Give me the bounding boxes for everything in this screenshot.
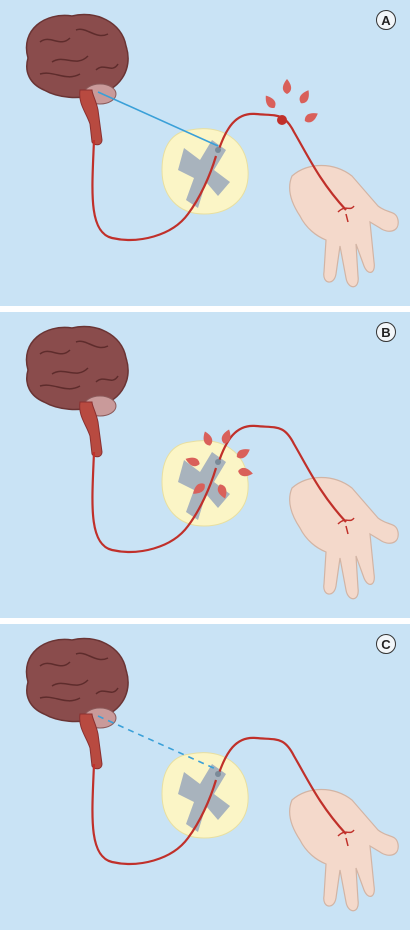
spinal-cord-section — [162, 441, 248, 526]
panel-b: B — [0, 312, 410, 618]
illustration — [0, 624, 410, 930]
hand-shape — [290, 790, 399, 911]
pain-drop — [283, 79, 291, 94]
pain-drop — [297, 88, 312, 105]
spinal-cord-section — [162, 129, 248, 214]
brain — [26, 14, 128, 144]
panel-c: C — [0, 624, 410, 930]
hand-shape — [290, 478, 399, 599]
pain-burst-periphery — [262, 79, 319, 125]
brain-hemisphere — [26, 638, 128, 721]
brain — [26, 326, 128, 456]
descending-signal-line — [98, 716, 218, 770]
illustration — [0, 312, 410, 618]
illustration — [0, 0, 410, 306]
panel-a: A — [0, 0, 410, 306]
pain-drop — [303, 110, 320, 125]
hand — [290, 166, 399, 287]
spinal-cord-section — [162, 753, 248, 838]
synapse-dot — [215, 771, 221, 777]
hand-shape — [290, 166, 399, 287]
synapse-dot — [215, 459, 221, 465]
brain-hemisphere — [26, 326, 128, 409]
brain-hemisphere — [26, 14, 128, 97]
brain — [26, 638, 128, 768]
descending-signal-line — [98, 92, 218, 146]
hand — [290, 790, 399, 911]
pain-site-dot — [277, 115, 287, 125]
pain-drop — [262, 93, 277, 110]
synapse-dot — [215, 147, 221, 153]
hand — [290, 478, 399, 599]
